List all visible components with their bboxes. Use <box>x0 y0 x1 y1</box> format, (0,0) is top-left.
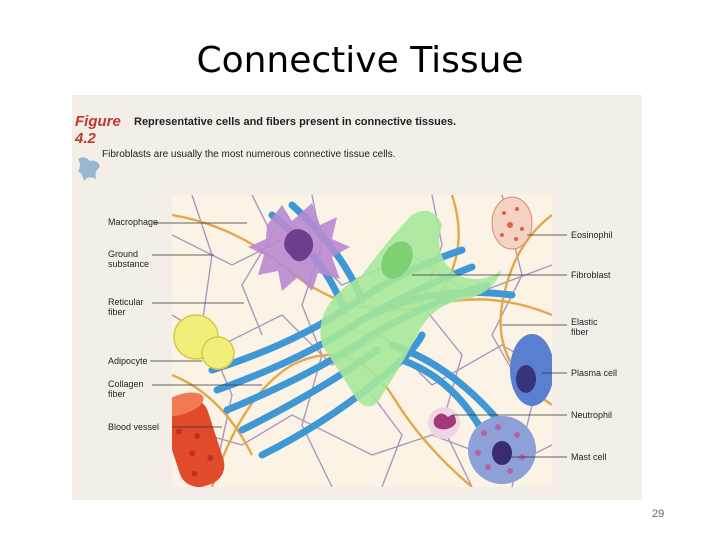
mast-cell-nucleus <box>492 441 512 465</box>
figure-subtitle: Fibroblasts are usually the most numerou… <box>102 149 395 160</box>
adipocyte-cell <box>202 337 234 369</box>
label-macrophage: Macrophage <box>108 217 158 227</box>
label-fibroblast: Fibroblast <box>571 270 611 280</box>
slide-title: Connective Tissue <box>0 40 720 81</box>
figure-label: Figure 4.2 <box>75 113 121 147</box>
label-adipocyte: Adipocyte <box>108 356 148 366</box>
label-collagen-fiber: Collagen fiber <box>108 379 144 399</box>
connective-tissue-illustration <box>172 195 552 487</box>
label-neutrophil: Neutrophil <box>571 410 612 420</box>
page-number: 29 <box>652 508 664 520</box>
label-blood-vessel: Blood vessel <box>108 422 159 432</box>
figure-panel: Figure 4.2 Representative cells and fibe… <box>72 95 642 500</box>
label-elastic-fiber: Elastic fiber <box>571 317 598 337</box>
label-reticular-fiber: Reticular fiber <box>108 297 144 317</box>
label-mast-cell: Mast cell <box>571 452 607 462</box>
thumbnail-icon <box>76 153 102 183</box>
label-ground-substance: Ground substance <box>108 249 149 269</box>
label-eosinophil: Eosinophil <box>571 230 613 240</box>
label-plasma-cell: Plasma cell <box>571 368 617 378</box>
figure-caption: Representative cells and fibers present … <box>134 116 456 128</box>
plasma-cell-nucleus <box>516 365 536 393</box>
